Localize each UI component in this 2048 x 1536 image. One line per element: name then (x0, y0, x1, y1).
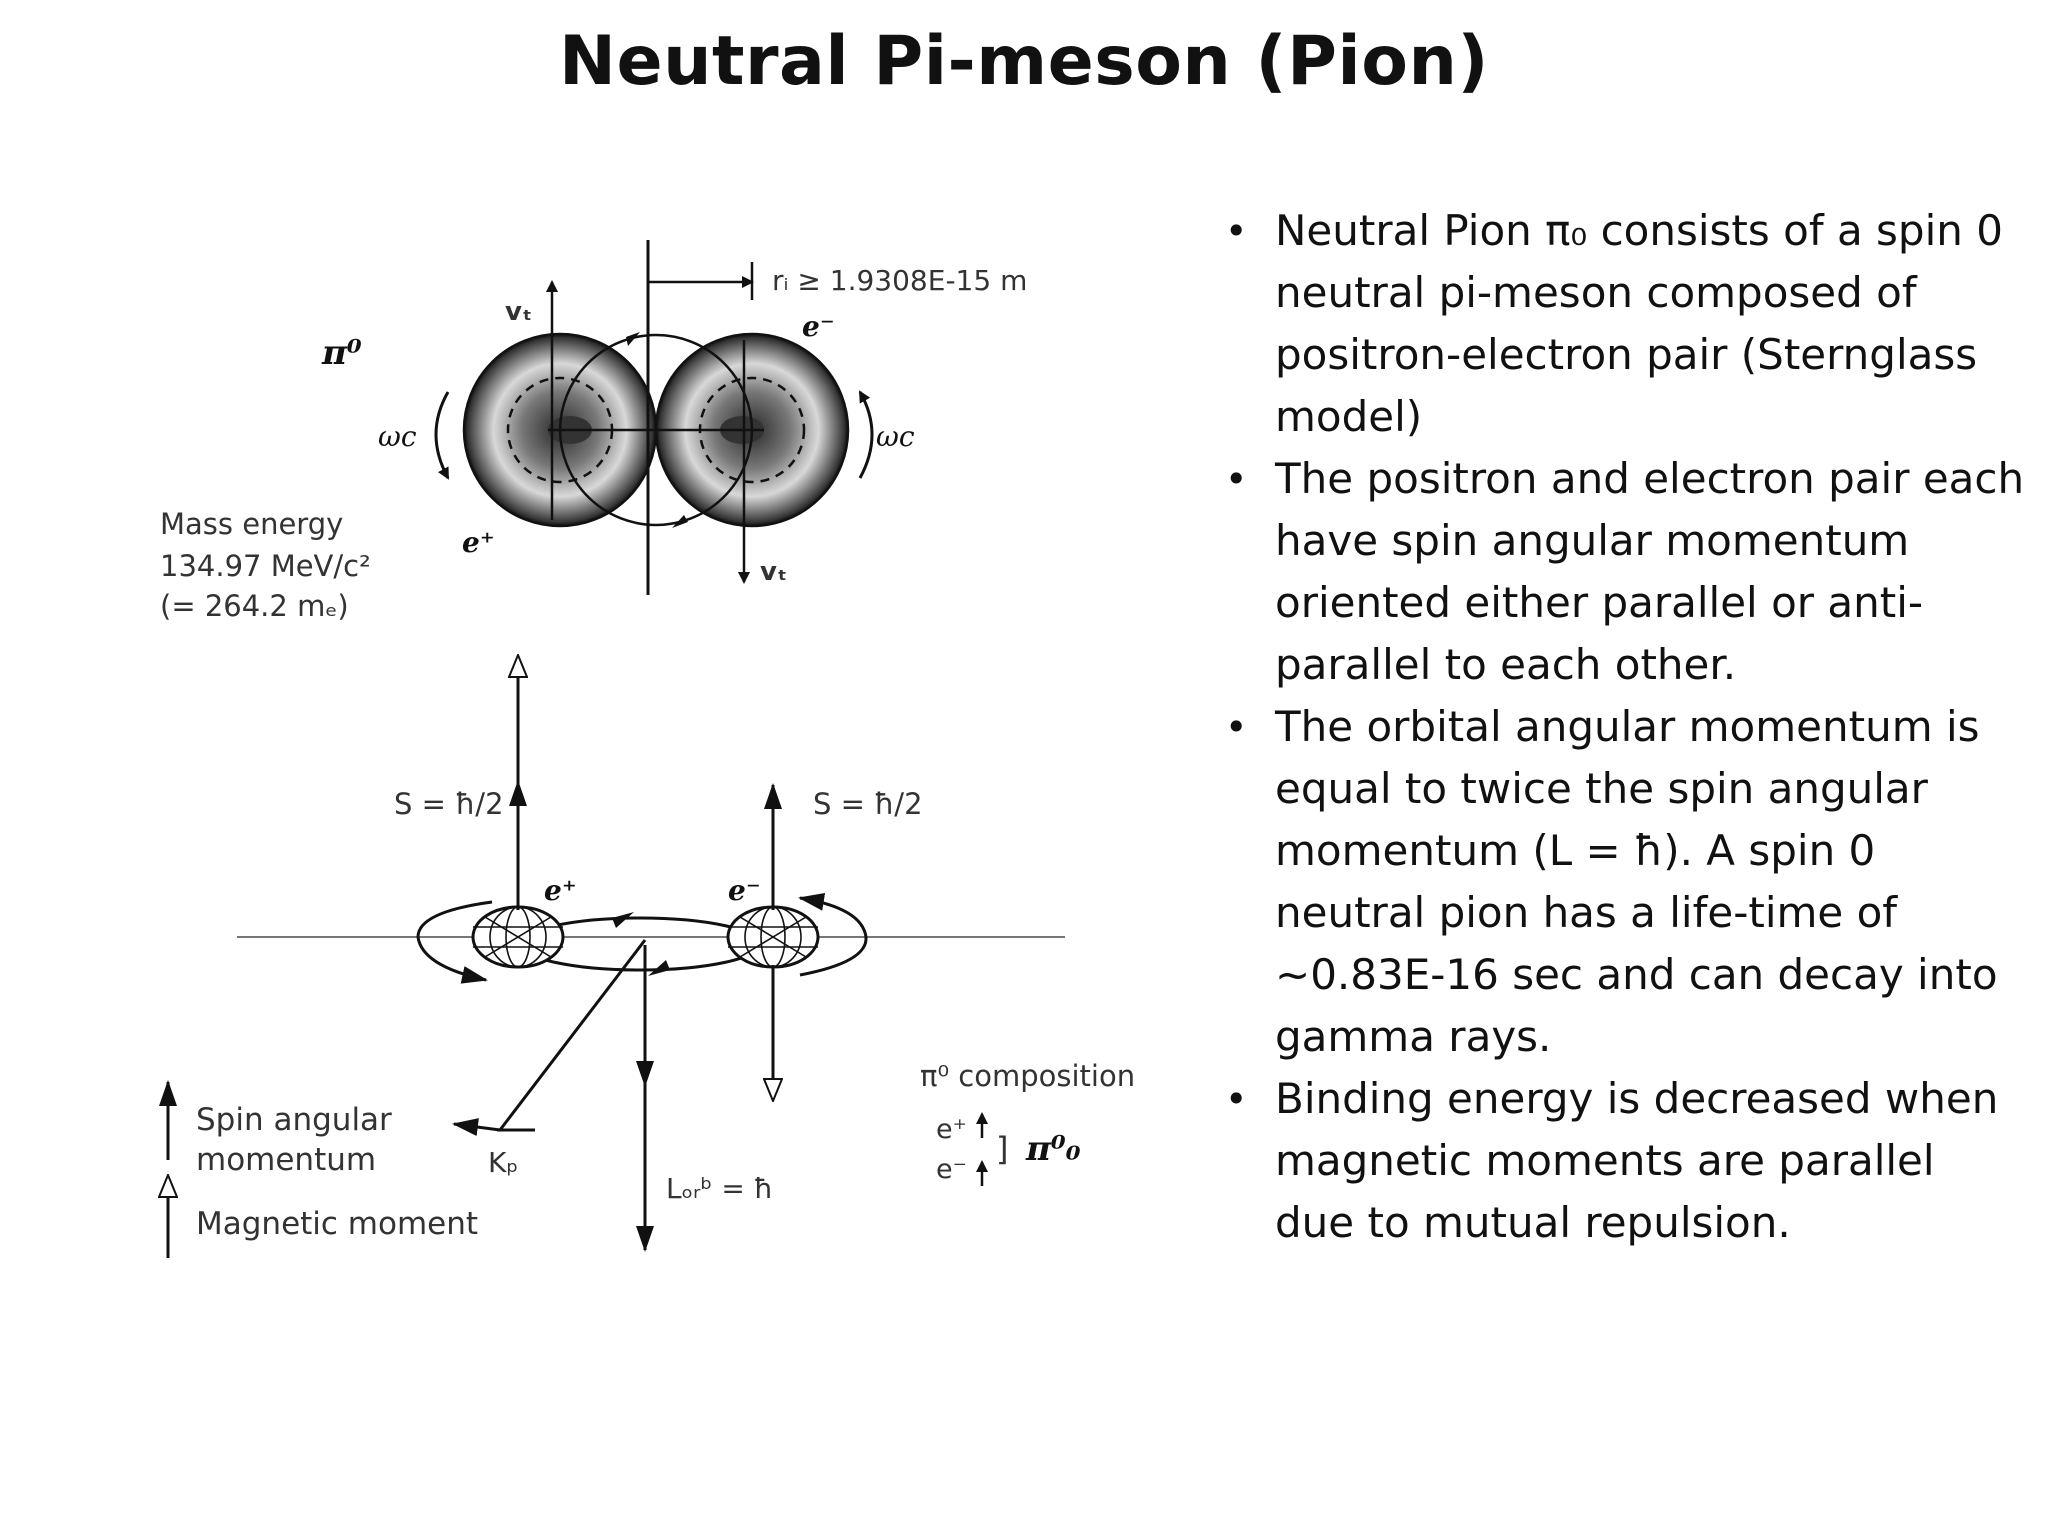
lorb-label: Lₒᵣᵇ = ħ (666, 1172, 773, 1205)
kp-arrow-line (496, 939, 647, 1132)
electron-label-bottom: e⁻ (728, 874, 761, 907)
omega-label-right: ωc (876, 420, 915, 453)
electron-label-top: e⁻ (802, 310, 835, 343)
mass-energy-line2: 134.97 MeV/c² (160, 549, 371, 583)
spin-label-right: S = ħ/2 (813, 787, 923, 821)
pion-diagram: π⁰ vₜ vₜ rᵢ ≥ 1.9308E-15 m e⁻ e⁺ ωc ωc M… (0, 240, 1135, 1258)
kp-label: Kₚ (488, 1146, 518, 1179)
electron-sphere (726, 905, 820, 969)
bullet-item: Binding energy is decreased when magneti… (1225, 1068, 2025, 1254)
slide-title: Neutral Pi-meson (Pion) (559, 22, 1489, 101)
radius-label: rᵢ ≥ 1.9308E-15 m (772, 264, 1027, 297)
legend-spin-line1: Spin angular (196, 1102, 392, 1138)
composition-title: π⁰ composition (920, 1059, 1135, 1093)
mass-energy-line1: Mass energy (160, 507, 343, 541)
omega-arrow-left (434, 391, 450, 480)
tori-group (462, 332, 850, 528)
composition-e-minus: e⁻ (936, 1154, 967, 1185)
positron-sphere (471, 905, 565, 969)
bullet-list: Neutral Pion π₀ consists of a spin 0 neu… (1225, 200, 2025, 1254)
legend-magnetic: Magnetic moment (196, 1206, 478, 1242)
orbit-ring-arrow-bottom (648, 960, 670, 976)
composition-bracket: ] (996, 1130, 1008, 1168)
bullet-item: The positron and electron pair each have… (1225, 448, 2025, 696)
bullet-item: The orbital angular momentum is equal to… (1225, 696, 2025, 1068)
kp-arrow (452, 1118, 501, 1137)
outer-orbit (558, 333, 754, 527)
omega-label-left: ωc (378, 420, 417, 453)
orbit-arrow-top (626, 332, 640, 346)
mass-energy-line3: (= 264.2 mₑ) (160, 589, 349, 623)
legend-spin-line2: momentum (196, 1142, 376, 1178)
vt-label-bottom: vₜ (760, 557, 787, 587)
positron-label-bottom: e⁺ (544, 874, 577, 907)
composition-e-plus: e⁺ (936, 1114, 967, 1145)
omega-arrow-right (858, 390, 874, 479)
bullet-item: Neutral Pion π₀ consists of a spin 0 neu… (1225, 200, 2025, 448)
spin-curl-left (416, 900, 493, 984)
vt-label-top: vₜ (505, 297, 532, 327)
orbit-ring-arrow-top (612, 912, 634, 928)
spin-label-left: S = ħ/2 (394, 787, 504, 821)
orbit-arrow-bottom (672, 515, 688, 528)
pi0-label: π⁰ (321, 333, 362, 373)
composition-pi: π⁰₀ (1025, 1129, 1081, 1169)
positron-label-top: e⁺ (462, 526, 495, 559)
spin-curl-right (798, 892, 868, 977)
